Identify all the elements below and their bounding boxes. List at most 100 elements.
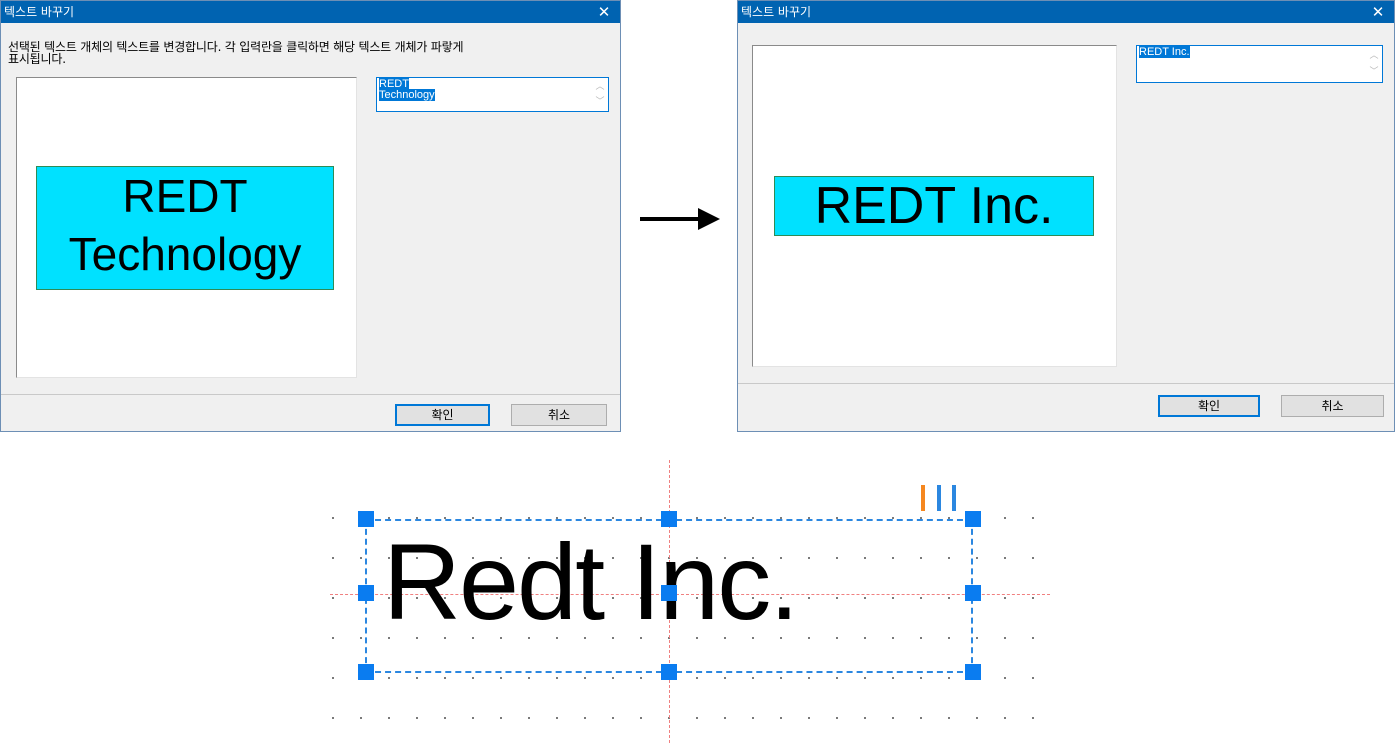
ok-button[interactable]: 확인 [395,404,490,426]
grid-dot [920,557,922,559]
grid-dot [612,517,614,519]
scroll-up-icon[interactable]: ︿ [595,82,605,92]
grid-dot [388,637,390,639]
grid-dot [808,557,810,559]
grid-dot [864,597,866,599]
grid-dot [836,717,838,719]
grid-dot [472,677,474,679]
grid-dot [416,557,418,559]
scroll-up-icon[interactable]: ︿ [1369,51,1379,61]
resize-handle-middle-right[interactable] [965,585,981,601]
resize-handle-bottom-right[interactable] [965,664,981,680]
grid-dot [388,557,390,559]
grid-dot [332,677,334,679]
grid-dot [808,597,810,599]
replace-text-dialog-before: 텍스트 바꾸기 ✕ 선택된 텍스트 개체의 텍스트를 변경합니다. 각 입력란을… [0,0,621,432]
grid-dot [948,557,950,559]
grid-dot [472,597,474,599]
grid-dot [836,637,838,639]
preview-text-object: REDT Inc. [774,176,1094,236]
grid-dot [472,717,474,719]
grid-dot [640,677,642,679]
grid-dot [752,637,754,639]
selected-text-object[interactable]: Redt Inc. [383,521,799,642]
grid-dot [696,677,698,679]
text-edit-field[interactable]: REDT Inc. ︿ ﹀ [1136,45,1383,83]
grid-dot [724,677,726,679]
grid-dot [780,597,782,599]
grid-dot [500,557,502,559]
grid-dot [1032,717,1034,719]
text-preview-pane: REDT Inc. [752,45,1117,367]
divider [1,394,620,395]
grid-dot [724,717,726,719]
grid-dot [976,637,978,639]
cancel-button[interactable]: 취소 [1281,395,1384,417]
resize-handle-middle-center[interactable] [661,585,677,601]
resize-handle-top-right[interactable] [965,511,981,527]
alignment-marker-orange [921,485,925,511]
text-edit-field[interactable]: REDT Technology ︿ ﹀ [376,77,609,112]
design-canvas[interactable]: Redt Inc. [300,460,1100,743]
grid-dot [892,597,894,599]
grid-dot [920,517,922,519]
grid-dot [696,717,698,719]
grid-dot [920,597,922,599]
grid-dot [528,517,530,519]
grid-dot [752,717,754,719]
title-bar: 텍스트 바꾸기 ✕ [1,1,620,23]
grid-dot [724,637,726,639]
grid-dot [388,677,390,679]
grid-dot [892,677,894,679]
grid-dot [556,637,558,639]
grid-dot [360,557,362,559]
resize-handle-top-left[interactable] [358,511,374,527]
grid-dot [808,717,810,719]
vertical-center-guide [669,460,670,743]
description-line-2: 표시됩니다. [8,52,66,66]
resize-handle-bottom-left[interactable] [358,664,374,680]
grid-dot [640,717,642,719]
grid-dot [444,637,446,639]
grid-dot [416,677,418,679]
grid-dot [584,637,586,639]
dialog-description: 선택된 텍스트 개체의 텍스트를 변경합니다. 각 입력란을 클릭하면 해당 텍… [8,41,608,65]
close-icon[interactable]: ✕ [1371,3,1385,21]
grid-dot [500,717,502,719]
grid-dot [584,557,586,559]
resize-handle-top-center[interactable] [661,511,677,527]
grid-dot [612,597,614,599]
grid-dot [696,637,698,639]
grid-dot [332,637,334,639]
alignment-marker-blue-2 [952,485,956,511]
grid-dot [1032,677,1034,679]
grid-dot [948,637,950,639]
grid-dot [640,517,642,519]
grid-dot [808,637,810,639]
grid-dot [864,557,866,559]
grid-dot [892,637,894,639]
title-bar: 텍스트 바꾸기 ✕ [738,1,1394,23]
grid-dot [696,597,698,599]
grid-dot [1004,677,1006,679]
grid-dot [976,557,978,559]
grid-dot [612,717,614,719]
resize-handle-middle-left[interactable] [358,585,374,601]
close-icon[interactable]: ✕ [597,3,611,21]
scroll-down-icon[interactable]: ﹀ [595,97,605,107]
grid-dot [556,677,558,679]
grid-dot [500,677,502,679]
edit-field-value: REDT Technology [379,78,435,101]
grid-dot [864,677,866,679]
cancel-button[interactable]: 취소 [511,404,607,426]
grid-dot [780,677,782,679]
resize-handle-bottom-center[interactable] [661,664,677,680]
ok-button[interactable]: 확인 [1158,395,1260,417]
scroll-down-icon[interactable]: ﹀ [1369,67,1379,77]
grid-dot [948,597,950,599]
grid-dot [556,597,558,599]
grid-dot [780,637,782,639]
grid-dot [528,717,530,719]
grid-dot [612,677,614,679]
grid-dot [332,517,334,519]
